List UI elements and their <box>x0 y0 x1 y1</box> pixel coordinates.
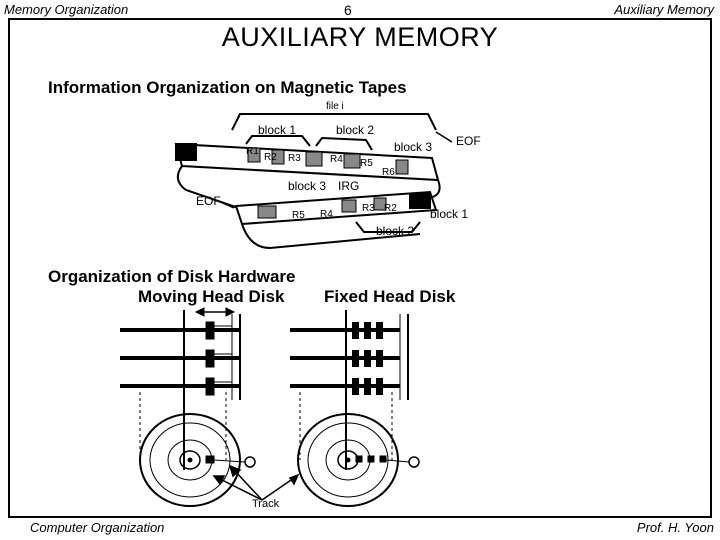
moving-head-disk <box>120 307 256 507</box>
upper-block-2: block 2 <box>336 123 375 137</box>
upper-block-3: block 3 <box>394 140 433 154</box>
footer-rule <box>8 516 712 518</box>
lower-record-r5: R5 <box>292 210 305 221</box>
upper-block-1: block 1 <box>258 123 297 137</box>
lower-block-3: block 3 <box>288 179 327 193</box>
track-label: Track <box>252 498 280 510</box>
right-rule <box>710 18 712 518</box>
tape-diagram <box>174 113 453 250</box>
file-label: file i <box>326 101 344 112</box>
eof-left: EOF <box>196 194 221 208</box>
tape-heading: Information Organization on Magnetic Tap… <box>48 78 407 97</box>
footer-right: Prof. H. Yoon <box>636 520 714 535</box>
upper-record-r3: R3 <box>288 153 301 164</box>
header-right: Auxiliary Memory <box>614 2 714 17</box>
upper-record-r5: R5 <box>360 158 373 169</box>
irg-label: IRG <box>338 179 360 193</box>
fixed-head-disk <box>290 310 420 507</box>
lower-record-r3: R3 <box>362 203 375 214</box>
moving-head-label: Moving Head Disk <box>138 287 285 306</box>
page-title: AUXILIARY MEMORY <box>221 22 499 52</box>
upper-record-r1: R1 <box>246 146 259 157</box>
header-left: Memory Organization <box>4 2 129 17</box>
fixed-head-label: Fixed Head Disk <box>324 287 456 306</box>
eof-right: EOF <box>456 134 481 148</box>
lower-record-r2: R2 <box>384 203 397 214</box>
upper-record-r2: R2 <box>264 152 277 163</box>
lower-block-1: block 1 <box>430 207 469 221</box>
upper-record-r6: R6 <box>382 167 395 178</box>
lower-record-r1: R1 <box>412 193 425 204</box>
page-number: 6 <box>344 2 352 18</box>
footer-left: Computer Organization <box>30 520 165 535</box>
header-rule <box>8 18 712 20</box>
left-rule <box>8 18 10 518</box>
lower-block-2: block 2 <box>376 224 415 238</box>
track-arrows <box>212 464 300 501</box>
lower-record-r4: R4 <box>320 209 333 220</box>
upper-record-r4: R4 <box>330 154 343 165</box>
disk-heading: Organization of Disk Hardware <box>48 267 296 286</box>
